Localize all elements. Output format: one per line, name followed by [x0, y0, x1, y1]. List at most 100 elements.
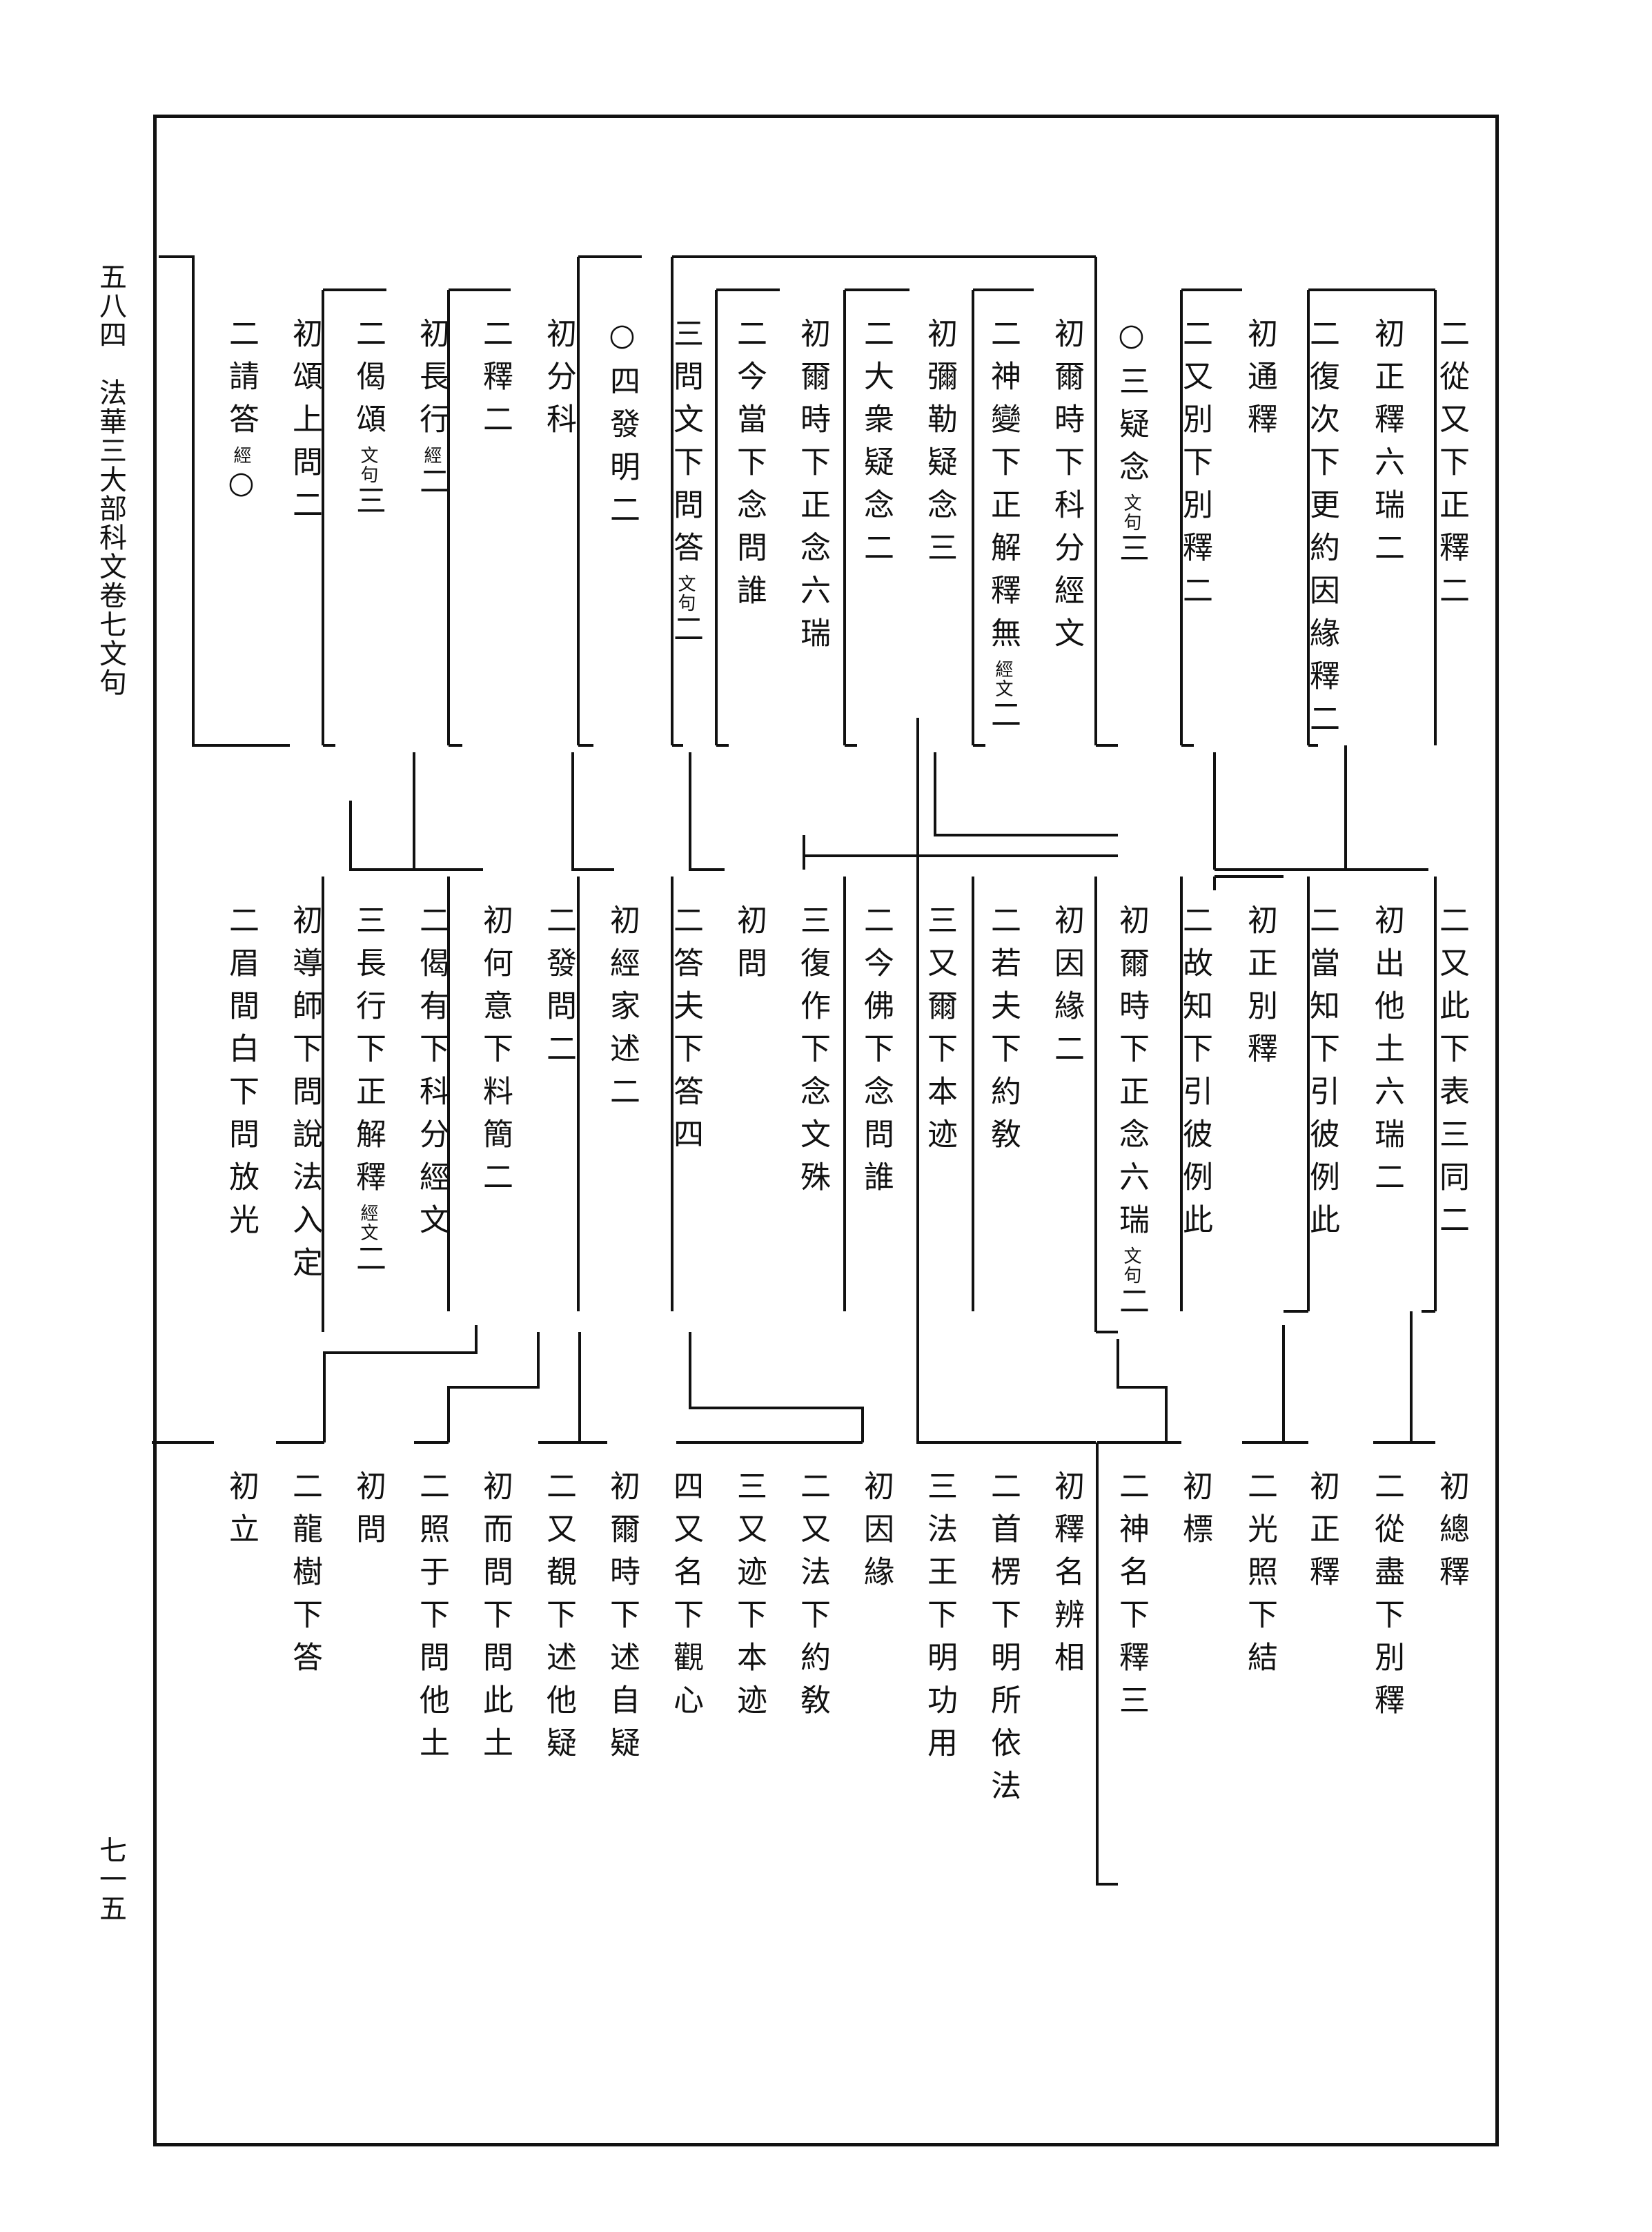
node-label: 二偈有下科分經文: [414, 904, 449, 1246]
node-label: 三長行下正解釋: [351, 904, 386, 1204]
node-note: 文句: [1121, 1246, 1141, 1285]
outline-node-d5: 二故知下引彼例此: [1177, 904, 1212, 1246]
outline-node-c8: 二神變下正解釋無經文二: [985, 317, 1021, 730]
outline-node-c6: ○三疑念文句三: [1114, 317, 1149, 564]
node-label: 初正別釋: [1242, 904, 1277, 1075]
node-label: 二光照下結: [1242, 1470, 1277, 1684]
node-label: ○三疑念: [1114, 317, 1149, 493]
node-note: 經: [421, 446, 442, 465]
node-label: 初何意下料簡: [478, 904, 513, 1161]
outline-node-c4: 初通釋: [1242, 317, 1277, 446]
node-label: 二從又下正釋: [1434, 317, 1469, 574]
node-label: 初而問下問此土: [478, 1470, 513, 1770]
node-label: 初爾時下述自疑: [604, 1470, 640, 1770]
volume-number: 五八四: [95, 262, 126, 349]
outline-node-e3: 初正釋: [1304, 1470, 1339, 1598]
node-label: 二偈頌: [351, 317, 386, 446]
outline-node-c10: 二大衆疑念二: [858, 317, 894, 563]
outline-node-c15: 初分科: [541, 317, 576, 446]
node-note: 文句: [675, 574, 696, 613]
node-label: 二釋: [478, 317, 513, 403]
outline-node-e11: 二又法下約敎: [795, 1470, 830, 1727]
node-count: 二: [1369, 1161, 1404, 1193]
outline-node-c20: 二請答經○: [224, 317, 259, 502]
outline-node-d2: 初出他土六瑞二: [1369, 904, 1404, 1193]
node-label: 二又別下別釋: [1177, 317, 1212, 574]
node-count: 二: [604, 493, 640, 525]
node-count: 二: [478, 403, 513, 435]
node-label: 初問: [731, 904, 767, 990]
node-label: 二若夫下約敎: [985, 904, 1021, 1161]
outline-node-e16: 初而問下問此土: [478, 1470, 513, 1770]
node-label: 二復次下更約因緣釋: [1304, 317, 1339, 703]
node-note: 經: [230, 446, 251, 465]
node-label: 初正釋六瑞: [1369, 317, 1404, 531]
node-count: 二: [985, 698, 1021, 730]
node-label: 二發問: [541, 904, 576, 1032]
book-title: 法華三大部科文卷七文句: [95, 378, 126, 697]
outline-node-c17: 初長行經二: [414, 317, 449, 497]
node-label: 初釋名辨相: [1049, 1470, 1084, 1684]
node-label: 初分科: [541, 317, 576, 446]
node-label: 初頌上問: [287, 317, 322, 489]
node-count: 二: [1434, 1204, 1469, 1235]
outline-node-e17: 二照于下問他土: [414, 1470, 449, 1770]
outline-node-c3: 二復次下更約因緣釋二: [1304, 317, 1339, 734]
node-count: 二: [1177, 574, 1212, 606]
outline-node-d9: 三又爾下本迹: [922, 904, 957, 1161]
node-label: 二神變下正解釋無: [985, 317, 1021, 660]
node-count: 二: [351, 1242, 386, 1274]
outline-node-e13: 四又名下觀心: [668, 1470, 703, 1727]
outline-node-d17: 二偈有下科分經文: [414, 904, 449, 1246]
node-label: 初標: [1177, 1470, 1212, 1556]
node-label: 三復作下念文殊: [795, 904, 830, 1204]
node-label: 初導師下問說法入定: [287, 904, 322, 1289]
node-label: 二又此下表三同: [1434, 904, 1469, 1204]
outline-node-e15: 二又覩下述他疑: [541, 1470, 576, 1770]
outline-node-c5: 二又別下別釋二: [1177, 317, 1212, 606]
margin-header: 五八四 法華三大部科文卷七文句: [95, 262, 126, 697]
node-label: 初長行: [414, 317, 449, 446]
node-count: 二: [414, 465, 449, 497]
outline-node-e2: 二從盡下別釋: [1369, 1470, 1404, 1727]
node-count: 二: [1434, 574, 1469, 606]
outline-node-d1: 二又此下表三同二: [1434, 904, 1469, 1235]
outline-node-c18: 二偈頌文句三: [351, 317, 386, 516]
outline-node-c12: 二今當下念問誰: [731, 317, 767, 617]
node-count: 三: [351, 484, 386, 516]
outline-node-c9: 初彌勒疑念三: [922, 317, 957, 563]
outline-node-c14: ○四發明二: [604, 317, 640, 525]
page-border: [153, 115, 1499, 2146]
node-count: 二: [541, 1032, 576, 1064]
outline-node-e7: 初釋名辨相: [1049, 1470, 1084, 1684]
outline-node-e20: 初立: [224, 1470, 259, 1556]
outline-node-d12: 初問: [731, 904, 767, 990]
node-label: 初因緣: [1049, 904, 1084, 1032]
node-label: 三又爾下本迹: [922, 904, 957, 1161]
node-label: 二照于下問他土: [414, 1470, 449, 1770]
node-count: 二: [604, 1075, 640, 1107]
outline-node-c19: 初頌上問二: [287, 317, 322, 520]
node-label: 二首楞下明所依法: [985, 1470, 1021, 1812]
outline-node-e14: 初爾時下述自疑: [604, 1470, 640, 1770]
node-count: 二: [1304, 703, 1339, 734]
node-label: 初爾時下科分經文: [1049, 317, 1084, 660]
node-count: 三: [1114, 1684, 1149, 1716]
outline-node-d7: 初因緣二: [1049, 904, 1084, 1064]
node-count: 四: [668, 1118, 703, 1150]
outline-node-d11: 三復作下念文殊: [795, 904, 830, 1204]
outline-node-c16: 二釋二: [478, 317, 513, 435]
node-note: 經文: [992, 660, 1013, 698]
outline-node-d15: 二發問二: [541, 904, 576, 1064]
outline-node-d18: 三長行下正解釋經文二: [351, 904, 386, 1274]
outline-node-e9: 三法王下明功用: [922, 1470, 957, 1770]
node-label: 初爾時下正念六瑞: [795, 317, 830, 660]
node-count: 二: [1369, 531, 1404, 563]
outline-node-d16: 初何意下料簡二: [478, 904, 513, 1193]
outline-node-e5: 初標: [1177, 1470, 1212, 1556]
node-label: 二神名下釋: [1114, 1470, 1149, 1684]
outline-node-d10: 二今佛下念問誰: [858, 904, 894, 1204]
node-label: 初爾時下正念六瑞: [1114, 904, 1149, 1246]
node-label: 初出他土六瑞: [1369, 904, 1404, 1161]
node-label: 四又名下觀心: [668, 1470, 703, 1727]
